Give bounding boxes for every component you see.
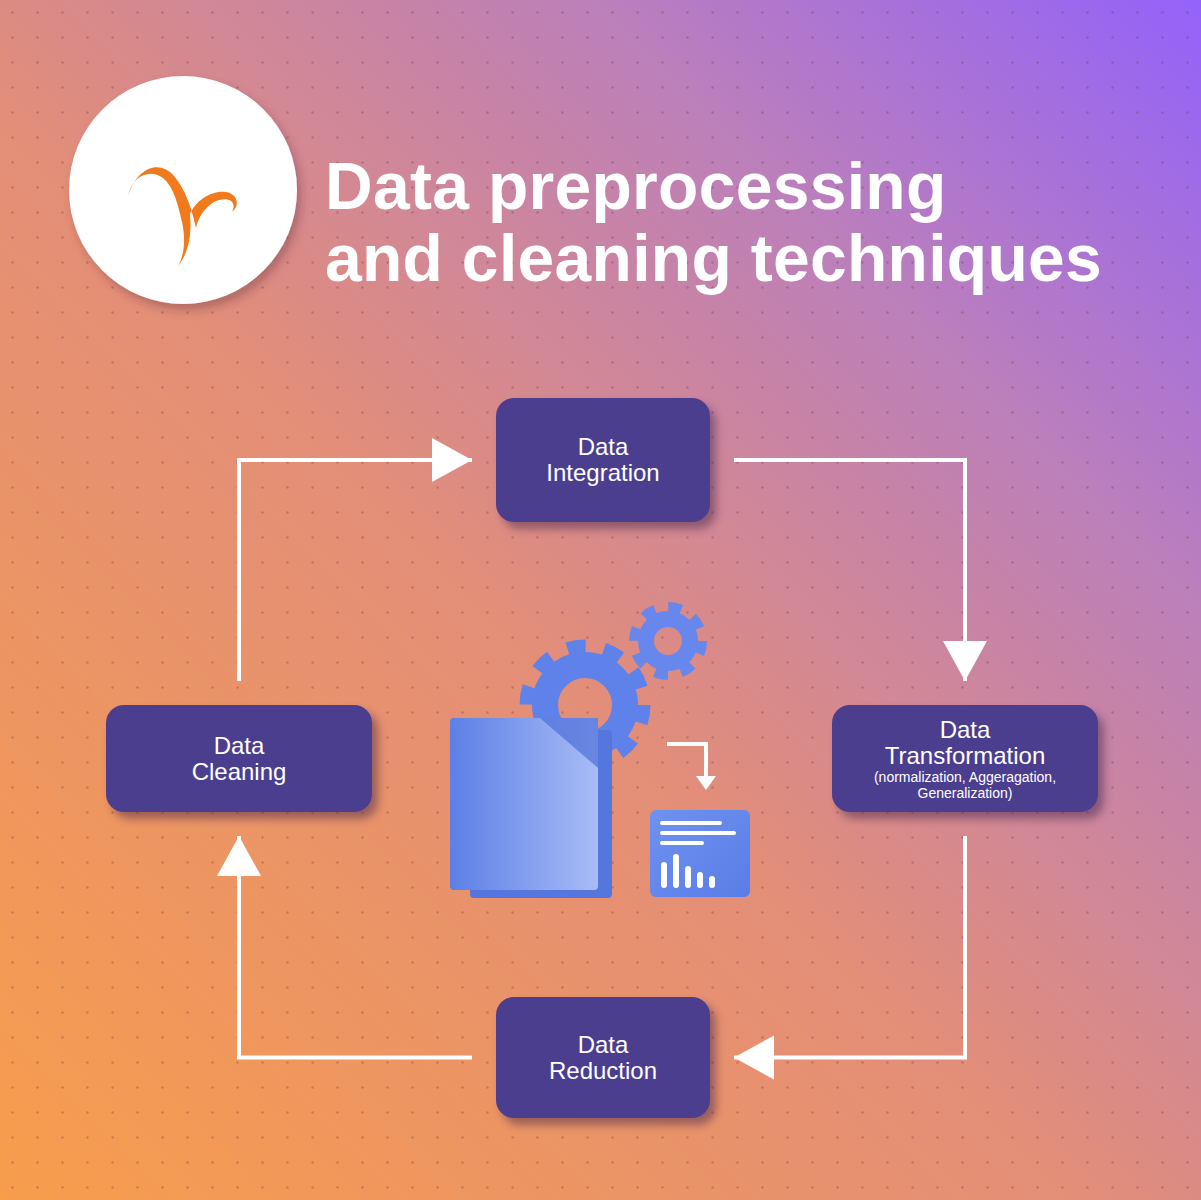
box-label: Data Reduction bbox=[528, 1032, 678, 1084]
logo-mark bbox=[128, 167, 237, 266]
box-label: Data Transformation bbox=[875, 717, 1055, 769]
title-spacer bbox=[985, 150, 1201, 222]
gear-small bbox=[634, 607, 702, 675]
box-sublabel: (normalization, Aggeragation, Generaliza… bbox=[845, 769, 1085, 801]
box-label: Data Integration bbox=[528, 434, 678, 486]
flow-arrow bbox=[239, 836, 472, 1058]
process-box: Data Cleaning bbox=[106, 705, 372, 812]
illustration bbox=[450, 607, 750, 898]
page-title: Data preprocessing and cleaning techniqu… bbox=[325, 150, 1201, 294]
document-front bbox=[450, 718, 598, 890]
logo bbox=[69, 76, 297, 304]
small-arrow bbox=[667, 744, 716, 790]
chart-card bbox=[650, 810, 750, 897]
document-fold bbox=[540, 718, 598, 768]
box-label: Data Cleaning bbox=[164, 733, 314, 785]
logo-circle bbox=[69, 76, 297, 304]
flow-arrow bbox=[734, 836, 965, 1058]
process-box: Data Integration bbox=[496, 398, 710, 522]
flow-arrow bbox=[239, 460, 472, 681]
process-box: Data Reduction bbox=[496, 997, 710, 1118]
process-box: Data Transformation(normalization, Agger… bbox=[832, 705, 1098, 812]
flow-arrow bbox=[734, 460, 965, 681]
